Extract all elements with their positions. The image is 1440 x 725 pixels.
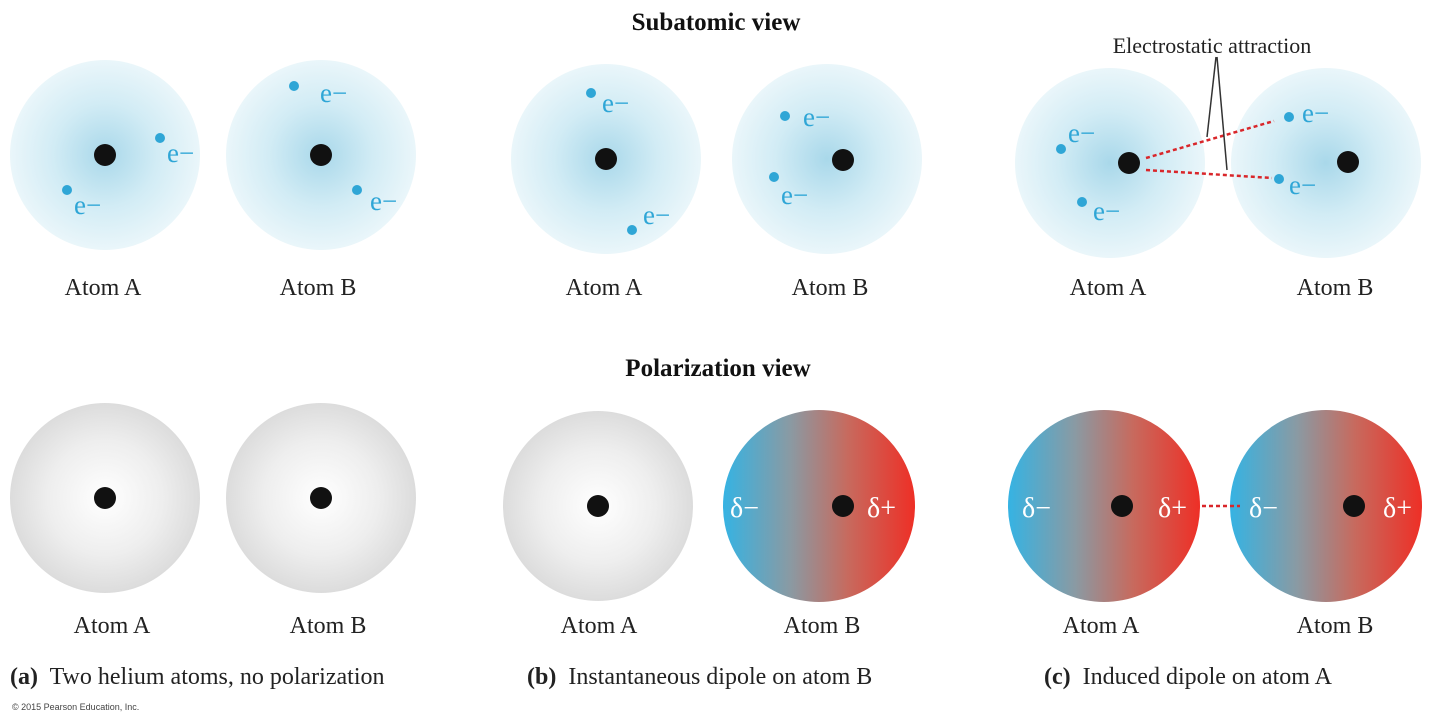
atom-b-label: Atom B — [290, 613, 367, 639]
electron-dot — [289, 81, 299, 91]
electron-dot — [1284, 112, 1294, 122]
delta-minus-label: δ− — [1249, 493, 1278, 524]
nucleus-atom-a — [94, 487, 116, 509]
nucleus-atom-a — [587, 495, 609, 517]
polarization-view-heading: Polarization view — [625, 355, 810, 382]
polarization-panel-c: δ− δ+ δ− δ+ Atom A Atom B — [1008, 410, 1422, 639]
electron-dot — [1056, 144, 1066, 154]
atom-b-label: Atom B — [1297, 613, 1374, 639]
annotation-pointer — [1216, 56, 1228, 171]
delta-plus-label: δ+ — [1383, 493, 1412, 524]
atom-b-label: Atom B — [784, 613, 861, 639]
nucleus-atom-b — [310, 144, 332, 166]
electron-label: e− — [74, 190, 101, 220]
electron-label: e− — [370, 186, 397, 216]
delta-plus-label: δ+ — [1158, 493, 1187, 524]
electron-label: e− — [803, 102, 830, 132]
atom-b-label: Atom B — [280, 275, 357, 301]
atom-a-label: Atom A — [561, 613, 638, 639]
attraction-line — [1145, 119, 1275, 160]
electron-dot — [586, 88, 596, 98]
electron-label: e− — [1289, 170, 1316, 200]
caption-b: (b) Instantaneous dipole on atom B — [527, 664, 872, 690]
delta-plus-label: δ+ — [867, 493, 896, 524]
electron-label: e− — [167, 138, 194, 168]
annotation-pointer — [1206, 56, 1217, 138]
caption-c: (c) Induced dipole on atom A — [1044, 664, 1333, 690]
subatomic-panel-c: e− e− e− e− Electrostatic attraction Ato… — [1015, 33, 1421, 301]
subatomic-panel-b: e− e− e− e− Atom A Atom B — [511, 64, 922, 301]
nucleus-atom-b — [832, 495, 854, 517]
electron-cloud-atom-b — [732, 64, 922, 254]
electron-dot — [352, 185, 362, 195]
copyright-notice: © 2015 Pearson Education, Inc. — [12, 702, 139, 712]
electron-dot — [62, 185, 72, 195]
electron-cloud-atom-b — [1231, 68, 1421, 258]
atom-b-label: Atom B — [792, 275, 869, 301]
atom-a-label: Atom A — [65, 275, 142, 301]
nucleus-atom-a — [1118, 152, 1140, 174]
caption-a-letter: (a) — [10, 664, 38, 690]
electron-label: e− — [1302, 98, 1329, 128]
electron-label: e− — [320, 78, 347, 108]
subatomic-panel-a: e− e− e− e− Atom A Atom B — [10, 60, 416, 301]
electron-dot — [769, 172, 779, 182]
electrostatic-attraction-label: Electrostatic attraction — [1113, 33, 1312, 58]
electron-dot — [627, 225, 637, 235]
atom-b-label: Atom B — [1297, 275, 1374, 301]
electron-cloud-atom-a — [1015, 68, 1205, 258]
atom-a-label: Atom A — [1070, 275, 1147, 301]
caption-b-letter: (b) — [527, 664, 556, 690]
electron-dot — [780, 111, 790, 121]
attraction-line — [1145, 168, 1273, 180]
nucleus-atom-b — [1337, 151, 1359, 173]
delta-minus-label: δ− — [1022, 493, 1051, 524]
nucleus-atom-b — [1343, 495, 1365, 517]
caption-a: (a) Two helium atoms, no polarization — [10, 664, 384, 690]
electron-dot — [1077, 197, 1087, 207]
caption-c-text: Induced dipole on atom A — [1083, 664, 1333, 690]
caption-a-text: Two helium atoms, no polarization — [50, 664, 385, 690]
polarization-panel-a: Atom A Atom B — [10, 403, 416, 639]
atom-a-label: Atom A — [566, 275, 643, 301]
electron-label: e− — [1068, 118, 1095, 148]
polarized-atom-b — [723, 410, 915, 602]
nucleus-atom-b — [310, 487, 332, 509]
nucleus-atom-b — [832, 149, 854, 171]
polarized-atom-b — [1230, 410, 1422, 602]
nucleus-atom-a — [595, 148, 617, 170]
electron-label: e− — [602, 88, 629, 118]
atom-a-label: Atom A — [74, 613, 151, 639]
electron-label: e− — [643, 200, 670, 230]
electron-dot — [155, 133, 165, 143]
delta-minus-label: δ− — [730, 493, 759, 524]
electron-label: e− — [1093, 196, 1120, 226]
caption-c-letter: (c) — [1044, 664, 1071, 690]
atom-a-label: Atom A — [1063, 613, 1140, 639]
polarized-atom-a — [1008, 410, 1200, 602]
electron-label: e− — [781, 180, 808, 210]
nucleus-atom-a — [1111, 495, 1133, 517]
caption-b-text: Instantaneous dipole on atom B — [568, 664, 872, 690]
polarization-panel-b: δ− δ+ Atom A Atom B — [503, 410, 915, 639]
nucleus-atom-a — [94, 144, 116, 166]
subatomic-view-heading: Subatomic view — [632, 9, 801, 36]
electron-dot — [1274, 174, 1284, 184]
